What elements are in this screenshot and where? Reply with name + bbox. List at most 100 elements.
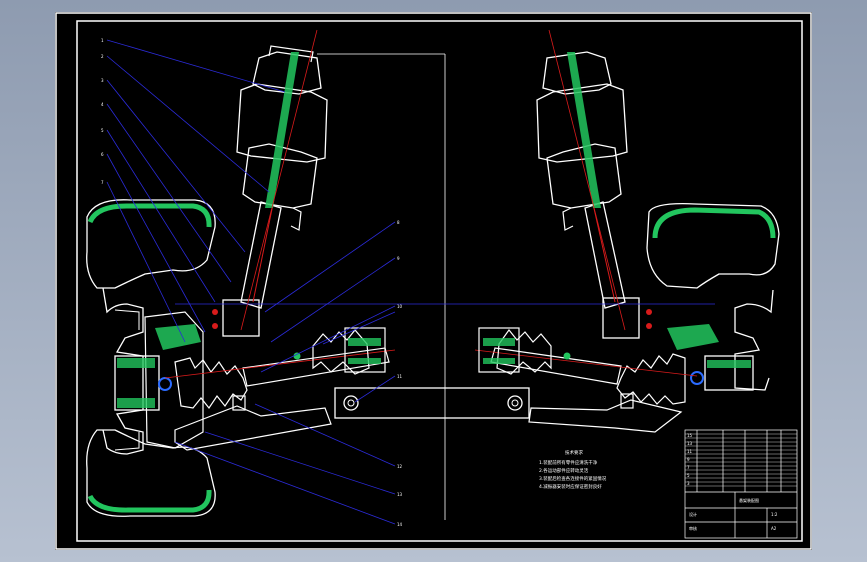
- title-block-text: 15 13 11 9 7 5 3 悬架装配图 1:2 A2 设计 审核: [687, 433, 778, 531]
- left-hub-hatch: [117, 358, 155, 408]
- right-tire: [646, 203, 780, 289]
- left-shock-cap: [268, 45, 314, 63]
- tb-designer: 设计: [689, 511, 697, 517]
- crossmember-bolt-left: [343, 395, 359, 411]
- tb-checker: 审核: [689, 525, 697, 531]
- tb-row: 7: [687, 465, 690, 470]
- title-block: [684, 429, 798, 539]
- left-strut-rod: [252, 203, 274, 303]
- left-piston-rod: [265, 52, 299, 208]
- tb-row: 15: [687, 433, 693, 438]
- balloon: 5: [101, 128, 104, 133]
- title-block-rows: [685, 433, 797, 487]
- note-line: 1.装配前所有零件应清洗干净: [539, 459, 598, 466]
- left-tire-top: [86, 199, 216, 289]
- left-shaft-marker: [293, 352, 301, 360]
- balloon: 4: [101, 102, 104, 107]
- left-tire-top-tread: [87, 203, 212, 228]
- balloon: 11: [397, 374, 403, 379]
- balloon: 13: [397, 492, 403, 497]
- balloon: 1: [101, 38, 104, 43]
- suspension-assembly-drawing: 1 2 3 4 5 6 7 8 9 10 11 12 13 14 技术要求 1.…: [55, 12, 812, 550]
- left-cv-boot: [174, 357, 248, 410]
- note-line: 3.装配后检查各连接件的紧固情况: [539, 475, 607, 482]
- left-clevis-bolt-2: [212, 323, 218, 329]
- right-knuckle-hatch: [667, 324, 719, 350]
- drawing-sheet: 1 2 3 4 5 6 7 8 9 10 11 12 13 14 技术要求 1.…: [55, 12, 812, 550]
- balloon: 2: [101, 54, 104, 59]
- right-arm-bushing: [620, 393, 634, 409]
- balloon: 12: [397, 464, 403, 469]
- balloons-center: 8 9 10 11 12 13 14: [397, 220, 403, 527]
- right-clevis-bolt-1: [646, 309, 652, 315]
- left-clevis-bolt-1: [212, 309, 218, 315]
- right-wheel-assembly: [474, 29, 780, 433]
- tb-row: 13: [687, 441, 693, 446]
- left-driveshaft-axis: [164, 349, 396, 379]
- balloon: 9: [397, 256, 400, 261]
- left-spring-seat: [290, 207, 302, 231]
- left-strut-centerline: [240, 29, 318, 331]
- note-line: 2.各运动部件应转动灵活: [539, 467, 589, 474]
- right-piston-rod: [567, 52, 601, 208]
- right-strut-tube: [584, 201, 626, 309]
- balloon: 8: [397, 220, 400, 225]
- left-rim: [102, 287, 144, 455]
- left-knuckle: [144, 311, 204, 449]
- right-strut-rod: [592, 203, 616, 303]
- left-rim-inner: [114, 309, 140, 451]
- balloons-left: 1 2 3 4 5 6 7: [101, 38, 104, 185]
- right-driveshaft: [490, 347, 622, 385]
- left-inner-cv-hatch: [348, 338, 381, 364]
- right-inner-cv-hatch: [483, 338, 515, 364]
- left-inner-cv: [312, 329, 370, 375]
- tb-sheet: A2: [771, 526, 777, 531]
- right-shock-bellows: [536, 83, 628, 163]
- tb-drawing-name: 悬架装配图: [739, 497, 759, 503]
- right-inner-cv-housing: [478, 327, 520, 373]
- crossmember: [334, 387, 530, 419]
- center-leaders: [174, 221, 396, 525]
- balloon: 3: [101, 78, 104, 83]
- technical-notes: 技术要求 1.装配前所有零件应清洗干净 2.各运动部件应转动灵活 3.装配后检查…: [539, 449, 607, 490]
- left-shock-bellows: [236, 83, 328, 163]
- right-tire-tread: [652, 207, 776, 239]
- left-arm-bushing: [232, 395, 246, 411]
- right-hub: [704, 355, 754, 391]
- tb-row: 9: [687, 457, 690, 462]
- right-rim: [734, 289, 774, 391]
- left-wheel-assembly: [86, 29, 530, 517]
- tb-scale: 1:2: [771, 512, 778, 517]
- tb-row: 5: [687, 473, 690, 478]
- left-driveshaft: [242, 347, 390, 387]
- crossmember-bolt-right-inner: [511, 399, 519, 407]
- note-line: 4.减振器安装时应保证密封良好: [539, 483, 602, 490]
- right-hub-bolt: [690, 371, 704, 385]
- balloon: 14: [397, 522, 403, 527]
- notes-title: 技术要求: [565, 449, 583, 456]
- right-shock-top: [542, 51, 612, 95]
- balloon: 6: [101, 152, 104, 157]
- left-leaders: [106, 39, 286, 343]
- tb-row: 3: [687, 481, 690, 486]
- inner-frame: [76, 20, 803, 542]
- outer-frame: [55, 12, 812, 550]
- left-lower-arm: [174, 405, 332, 451]
- right-clevis-bolt-2: [646, 323, 652, 329]
- left-tire-bottom-tread: [87, 489, 212, 513]
- right-cv-boot: [616, 353, 686, 405]
- right-spring-seat: [562, 207, 574, 231]
- right-driveshaft-axis: [474, 349, 698, 377]
- right-shaft-marker: [563, 352, 571, 360]
- right-lower-arm: [528, 399, 683, 433]
- tb-row: 11: [687, 449, 693, 454]
- right-inner-cv: [496, 329, 552, 375]
- right-strut-centerline: [548, 29, 626, 331]
- left-strut-tube: [240, 201, 282, 309]
- balloon: 10: [397, 304, 403, 309]
- right-hub-hatch: [707, 360, 751, 368]
- left-hub-bolt: [158, 377, 172, 391]
- crossmember-bolt-right: [507, 395, 523, 411]
- right-strut-clevis: [602, 297, 640, 339]
- left-shock-top: [252, 51, 322, 95]
